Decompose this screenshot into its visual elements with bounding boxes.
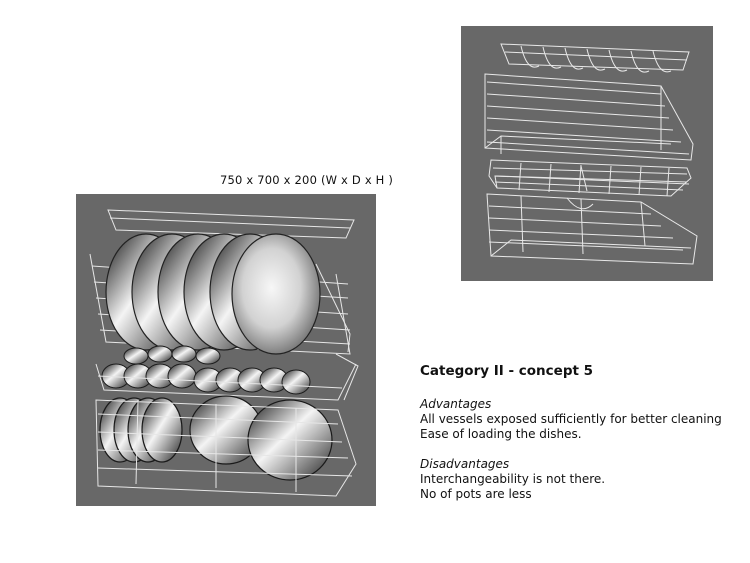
- advantage-item: Ease of loading the dishes.: [420, 427, 582, 441]
- assembled-rack-with-dishes: [89, 209, 359, 497]
- disadvantage-item: Interchangeability is not there.: [420, 472, 606, 486]
- exploded-rack-render: [461, 26, 713, 281]
- disadvantages-heading: Disadvantages: [420, 457, 510, 471]
- exploded-rack-wireframe: [484, 43, 698, 265]
- concept-title: Category II - concept 5: [420, 363, 594, 379]
- advantages-heading: Advantages: [420, 397, 492, 411]
- disadvantage-item: No of pots are less: [420, 487, 532, 501]
- concept-description: Category II - concept 5 Advantages All v…: [420, 363, 740, 502]
- assembled-rack-render: [76, 194, 376, 506]
- advantage-item: All vessels exposed sufficiently for bet…: [420, 412, 722, 426]
- dimensions-label: 750 x 700 x 200 (W x D x H ): [220, 173, 394, 187]
